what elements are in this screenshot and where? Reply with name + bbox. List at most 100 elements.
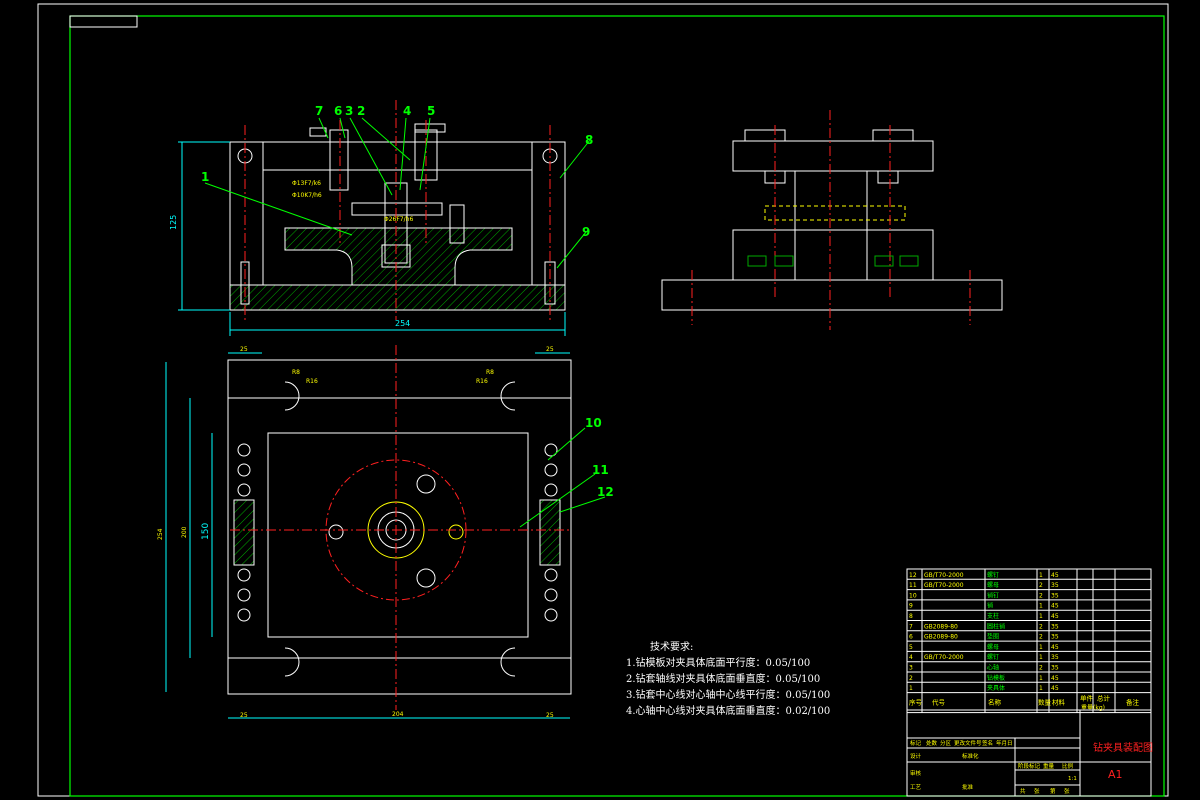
tech-req-item-4: 4.心轴中心线对夹具体底面垂直度：0.02/100 [626, 706, 831, 717]
dim-r-c: R16 [476, 378, 488, 385]
parts-cell-name: 夹具体 [987, 684, 1005, 692]
parts-cell-qty: 1 [1039, 644, 1043, 651]
dim-bl-25: 25 [240, 712, 248, 719]
parts-cell-no: 8 [909, 613, 913, 620]
fit-label-a: Φ13F7/k6 [292, 180, 321, 187]
drawing-title: 钻夹具装配图 [1093, 741, 1153, 754]
parts-mass-label: 重量(kg) [1081, 704, 1105, 712]
dim-overall-h: 254 [157, 528, 164, 540]
balloon-8: 8 [585, 133, 593, 147]
parts-cell-name: 圆柱销 [987, 622, 1005, 630]
parts-cell-name: 垫圈 [987, 633, 999, 641]
parts-header: 数量 [1038, 698, 1052, 707]
sheet-size: A1 [1108, 768, 1123, 781]
parts-cell-qty: 1 [1039, 654, 1043, 661]
parts-cell-code: GB2089-80 [924, 634, 958, 641]
parts-cell-name: 销 [987, 602, 993, 610]
parts-cell-code: GB/T70-2000 [924, 582, 964, 589]
balloon-9: 9 [582, 225, 590, 239]
parts-cell-mat: 45 [1051, 685, 1059, 692]
parts-cell-no: 2 [909, 675, 913, 682]
tb-review: 审核 [910, 769, 922, 777]
parts-cell-no: 3 [909, 665, 913, 672]
parts-cell-qty: 1 [1039, 613, 1043, 620]
parts-cell-name: 销钉 [987, 591, 999, 599]
tech-requirements: 技术要求: 1.钻模板对夹具体底面平行度：0.05/100 2.钻套轴线对夹具体… [626, 640, 830, 720]
parts-header: 代号 [932, 698, 946, 707]
balloon-6: 6 [334, 104, 342, 118]
tb-scale: 1:1 [1068, 776, 1077, 782]
dim-r-d: R8 [486, 369, 494, 376]
parts-cell-mat: 35 [1051, 634, 1059, 641]
tb-docno: 更改文件号 [954, 739, 982, 747]
parts-cell-code: GB/T70-2000 [924, 654, 964, 661]
balloon-11: 11 [592, 463, 609, 477]
dim-r-a: R8 [292, 369, 300, 376]
dim-left-25: 25 [240, 346, 248, 353]
tb-weight: 重量 [1043, 762, 1055, 770]
parts-cell-qty: 2 [1039, 582, 1043, 589]
tb-zone: 分区 [940, 739, 952, 747]
balloon-7: 7 [315, 104, 323, 118]
tb-approve: 批准 [962, 783, 974, 791]
parts-header: 材料 [1052, 698, 1066, 707]
tech-req-item-2: 2.钻套轴线对夹具体底面垂直度：0.05/100 [626, 674, 821, 685]
parts-cell-qty: 2 [1039, 623, 1043, 630]
parts-cell-no: 11 [909, 582, 917, 589]
parts-cell-mat: 45 [1051, 644, 1059, 651]
parts-header: 备注 [1126, 698, 1140, 707]
title-block: 钻夹具装配图 A1 标记 处数 分区 更改文件号 签名 年月日 设计 审核 工艺… [906, 709, 1153, 797]
parts-cell-name: 支柱 [987, 612, 999, 620]
fit-label-b: Φ10K7/h6 [292, 192, 322, 199]
parts-cell-mat: 45 [1051, 603, 1059, 610]
parts-cell-qty: 1 [1039, 675, 1043, 682]
parts-cell-no: 7 [909, 623, 913, 630]
fit-label-c: Φ26F7/h6 [384, 216, 413, 223]
tb-total: 共 [1020, 787, 1026, 795]
tech-req-title: 技术要求: [650, 642, 694, 653]
tb-stage: 阶段标记 [1018, 762, 1041, 770]
tb-nth: 第 [1050, 787, 1056, 795]
balloon-1: 1 [201, 170, 209, 184]
tech-req-item-3: 3.钻套中心线对心轴中心线平行度：0.05/100 [626, 690, 831, 701]
parts-header: 单件 [1080, 694, 1094, 703]
parts-cell-name: 心轴 [987, 664, 999, 672]
dim-width-top: 254 [395, 319, 410, 328]
parts-cell-no: 5 [909, 644, 913, 651]
side-view [661, 110, 1003, 330]
balloon-5: 5 [427, 104, 435, 118]
parts-cell-name: 螺钉 [987, 653, 999, 661]
top-view: R8 R16 R16 R8 25 25 25 25 254 200 204 15… [157, 345, 614, 719]
tb-sheet2: 张 [1064, 787, 1070, 795]
parts-cell-mat: 35 [1051, 654, 1059, 661]
tb-sheet1: 张 [1034, 787, 1040, 795]
parts-cell-name: 螺母 [987, 643, 999, 651]
parts-cell-qty: 2 [1039, 634, 1043, 641]
parts-cell-qty: 1 [1039, 685, 1043, 692]
parts-cell-mat: 35 [1051, 623, 1059, 630]
parts-header: 总计 [1097, 694, 1111, 703]
dim-inner-h: 200 [181, 526, 188, 538]
parts-cell-no: 6 [909, 634, 913, 641]
parts-cell-code: GB2089-80 [924, 623, 958, 630]
balloon-3: 3 [345, 104, 353, 118]
parts-cell-mat: 35 [1051, 582, 1059, 589]
parts-cell-mat: 35 [1051, 592, 1059, 599]
parts-cell-code: GB/T70-2000 [924, 572, 964, 579]
parts-cell-mat: 35 [1051, 665, 1059, 672]
parts-cell-qty: 1 [1039, 572, 1043, 579]
parts-cell-mat: 45 [1051, 572, 1059, 579]
dim-r-b: R16 [306, 378, 318, 385]
front-view: 254 125 Φ13F7/k6 Φ10K7/h6 Φ26F7/h6 1 7 6… [169, 100, 593, 336]
dim-br-25: 25 [546, 712, 554, 719]
tb-design: 设计 [910, 752, 922, 760]
tb-sign: 签名 [982, 739, 993, 747]
parts-cell-name: 螺母 [987, 581, 999, 589]
parts-cell-no: 4 [909, 654, 913, 661]
dim-height-front: 125 [169, 215, 178, 230]
balloon-2: 2 [357, 104, 365, 118]
parts-cell-qty: 1 [1039, 603, 1043, 610]
sheet-frame [37, 3, 1169, 797]
